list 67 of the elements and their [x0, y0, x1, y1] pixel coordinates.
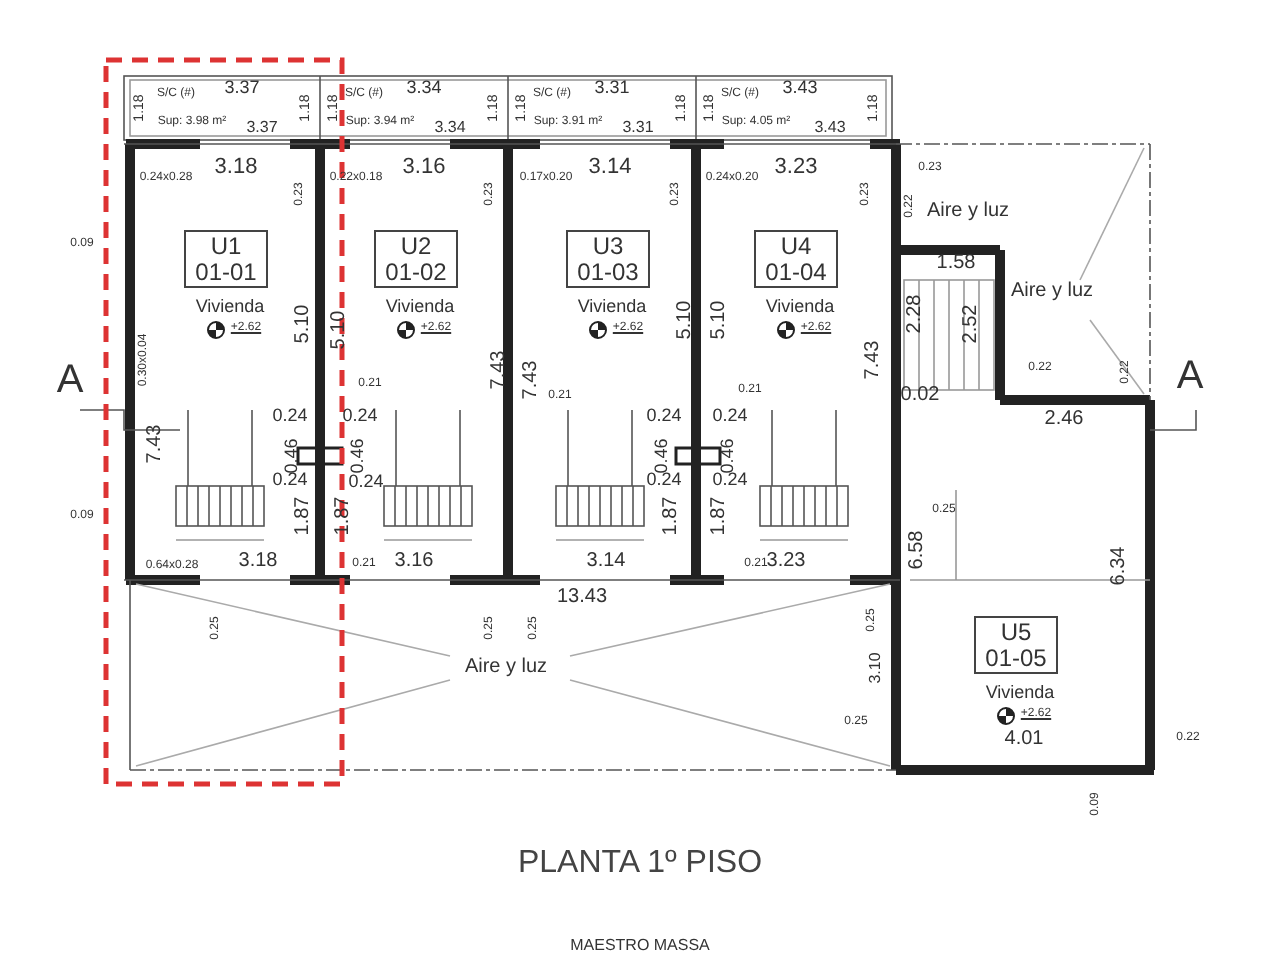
dimension-text: 3.31	[594, 79, 630, 97]
unit-tag: U3 01-03	[566, 230, 650, 289]
dimension-text: 2.28	[906, 294, 926, 334]
dimension-text: 0.24	[342, 407, 378, 425]
dimension-text: 3.23	[774, 157, 818, 179]
title: PLANTA 1º PISO	[515, 846, 765, 882]
dimension-text: 3.16	[402, 157, 446, 179]
dimension-text: 1.58	[936, 254, 976, 274]
dimension-text: 5.10	[676, 300, 696, 340]
dimension-text: 6.34	[1110, 546, 1130, 586]
dimension-text: 6.58	[908, 530, 928, 570]
dimension-text: 3.14	[588, 157, 632, 179]
unit-tag: U1 01-01	[184, 230, 268, 289]
dimension-text: 3.34	[434, 120, 466, 136]
dimension-text: 7.43	[864, 340, 884, 380]
area-name: Aire y luz	[926, 202, 1010, 222]
dimension-text: 7.43	[146, 424, 166, 464]
dimension-text: 7.43	[490, 350, 510, 390]
room-use-text: Vivienda	[985, 684, 1055, 702]
dimension-text: 1.87	[662, 496, 682, 536]
dimension-text: 2.46	[1044, 410, 1084, 430]
dimension-text: 3.14	[586, 552, 626, 572]
dimension-text: 0.24	[646, 407, 682, 425]
room-use-text: Vivienda	[195, 298, 265, 316]
dimension-text: 5.10	[294, 304, 314, 344]
dimension-text: 3.16	[394, 552, 434, 572]
dimension-text: 0.24	[712, 407, 748, 425]
room-use-text: Vivienda	[577, 298, 647, 316]
unit-tag: U2 01-02	[374, 230, 458, 289]
section-mark: A	[1176, 356, 1204, 396]
dimension-text: 3.37	[224, 79, 260, 97]
unit-tag: U4 01-04	[754, 230, 838, 289]
dimension-text: 0.46	[283, 438, 301, 474]
section-mark: A	[56, 360, 84, 400]
dimension-text: 3.31	[622, 120, 654, 136]
dimension-text: 3.37	[246, 120, 278, 136]
dimension-text: 3.18	[238, 552, 278, 572]
dimension-text: 4.01	[1004, 730, 1044, 750]
dimension-text: 3.43	[782, 79, 818, 97]
dimension-text: 1.87	[334, 496, 354, 536]
dimension-text: 0.24	[646, 471, 682, 489]
dimension-text: 0.24	[348, 473, 384, 491]
dimension-text: 3.23	[766, 552, 806, 572]
dimension-text: 0.24	[712, 471, 748, 489]
dimension-text: 3.34	[406, 79, 442, 97]
dimension-text: 5.10	[330, 310, 350, 350]
dimension-text: 1.87	[294, 496, 314, 536]
dimension-text: 0.46	[719, 438, 737, 474]
area-name: Aire y luz	[1010, 282, 1094, 302]
dimension-text: 3.43	[814, 120, 846, 136]
dimension-text: 1.87	[710, 496, 730, 536]
dimension-text: 3.10	[868, 652, 884, 684]
room-use-text: Vivienda	[385, 298, 455, 316]
room-use-text: Vivienda	[765, 298, 835, 316]
dimension-text: 13.43	[556, 588, 608, 608]
dimension-text: 0.02	[900, 386, 940, 406]
dimension-text: 7.43	[522, 360, 542, 400]
street-name: MAESTRO MASSA	[570, 938, 710, 954]
dimension-text: 0.24	[272, 407, 308, 425]
unit-tag: U5 01-05	[974, 616, 1058, 675]
dimension-text: 0.46	[349, 438, 367, 474]
dimension-text: 3.18	[214, 157, 258, 179]
dimension-text: 0.24	[272, 471, 308, 489]
dimension-text: 5.10	[710, 300, 730, 340]
dimension-text: 0.46	[653, 438, 671, 474]
dimension-text: 2.52	[962, 304, 982, 344]
area-name: Aire y luz	[464, 658, 548, 678]
